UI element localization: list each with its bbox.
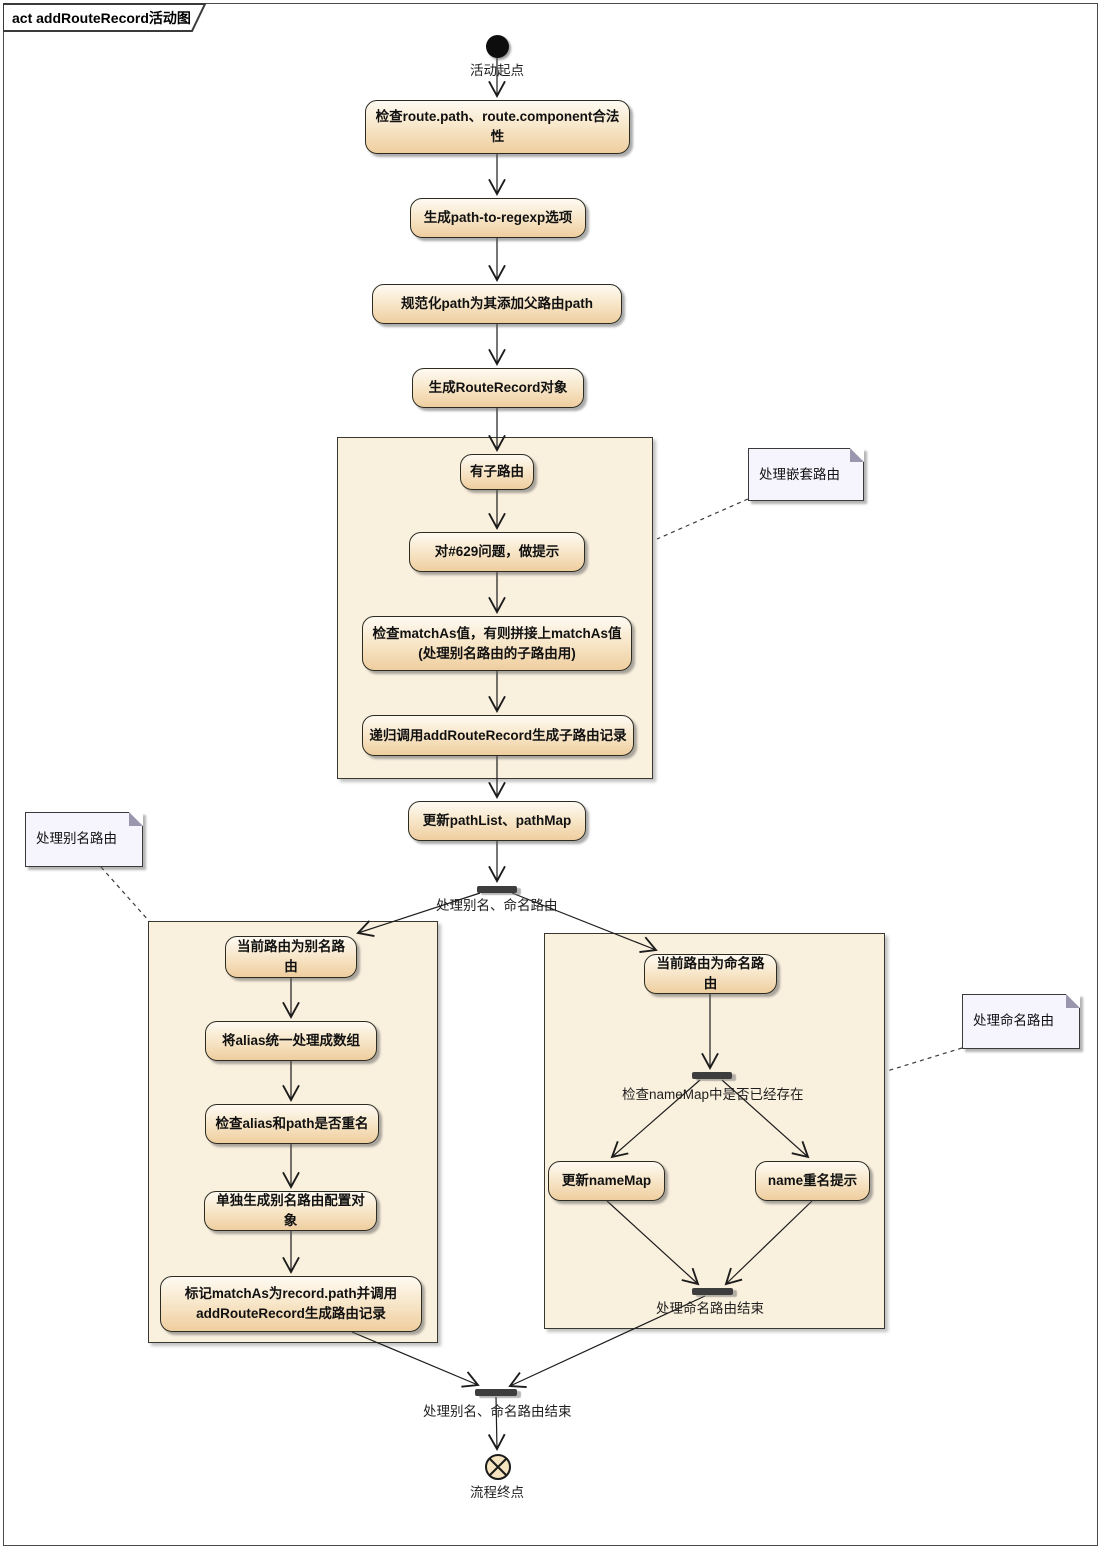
activity-alias-array: 将alias统一处理成数组 <box>205 1021 377 1061</box>
activity-gen-routerecord: 生成RouteRecord对象 <box>412 368 584 408</box>
activity-issue-629: 对#629问题，做提示 <box>409 532 585 572</box>
note-named-routes: 处理命名路由 <box>962 994 1080 1049</box>
activity-gen-regexp: 生成path-to-regexp选项 <box>410 198 586 238</box>
activity-normalize-path: 规范化path为其添加父路由path <box>372 284 622 324</box>
flow-final-icon <box>485 1454 511 1480</box>
activity-named-current: 当前路由为命名路由 <box>644 954 777 994</box>
fork-bar-alias-named <box>477 886 517 893</box>
alias-named-end-label: 处理别名、命名路由结束 <box>423 1404 572 1419</box>
fork-bar-label: 处理别名、命名路由 <box>436 898 558 913</box>
activity-name-dup-tip: name重名提示 <box>755 1161 870 1201</box>
join-bar-named-end <box>692 1288 733 1295</box>
diagram-title: act addRouteRecord活动图 <box>12 10 191 26</box>
note-alias-routes: 处理别名路由 <box>25 812 143 867</box>
activity-check-matchas: 检查matchAs值，有则拼接上matchAs值 (处理别名路由的子路由用) <box>362 616 632 671</box>
named-end-label: 处理命名路由结束 <box>656 1301 764 1316</box>
end-node <box>483 1452 513 1487</box>
end-node-label: 流程终点 <box>470 1485 524 1500</box>
activity-has-children: 有子路由 <box>460 454 534 490</box>
activity-check-valid: 检查route.path、route.component合法性 <box>365 100 630 154</box>
activity-alias-config: 单独生成别名路由配置对象 <box>204 1191 377 1231</box>
activity-update-namemap: 更新nameMap <box>548 1161 665 1201</box>
activity-alias-check-dup: 检查alias和path是否重名 <box>205 1104 379 1144</box>
fork-bar-check-namemap <box>692 1072 732 1079</box>
start-node <box>486 35 509 58</box>
group-named-routes <box>544 933 885 1329</box>
diagram-frame <box>3 3 1098 1546</box>
note-nested-routes: 处理嵌套路由 <box>748 448 864 501</box>
note-fold <box>850 448 864 462</box>
activity-recursive-add: 递归调用addRouteRecord生成子路由记录 <box>362 715 634 756</box>
join-bar-alias-named-end <box>475 1389 517 1396</box>
activity-alias-mark: 标记matchAs为record.path并调用 addRouteRecord生… <box>160 1276 422 1332</box>
frame-tab-shape <box>3 3 207 32</box>
note-fold <box>1066 994 1080 1008</box>
activity-alias-current: 当前路由为别名路由 <box>225 936 357 978</box>
activity-update-pathlist: 更新pathList、pathMap <box>408 801 586 841</box>
frame-title-tab: act addRouteRecord活动图 <box>3 3 207 32</box>
start-node-label: 活动起点 <box>470 63 524 78</box>
check-namemap-label: 检查nameMap中是否已经存在 <box>622 1087 804 1102</box>
note-fold <box>129 812 143 826</box>
